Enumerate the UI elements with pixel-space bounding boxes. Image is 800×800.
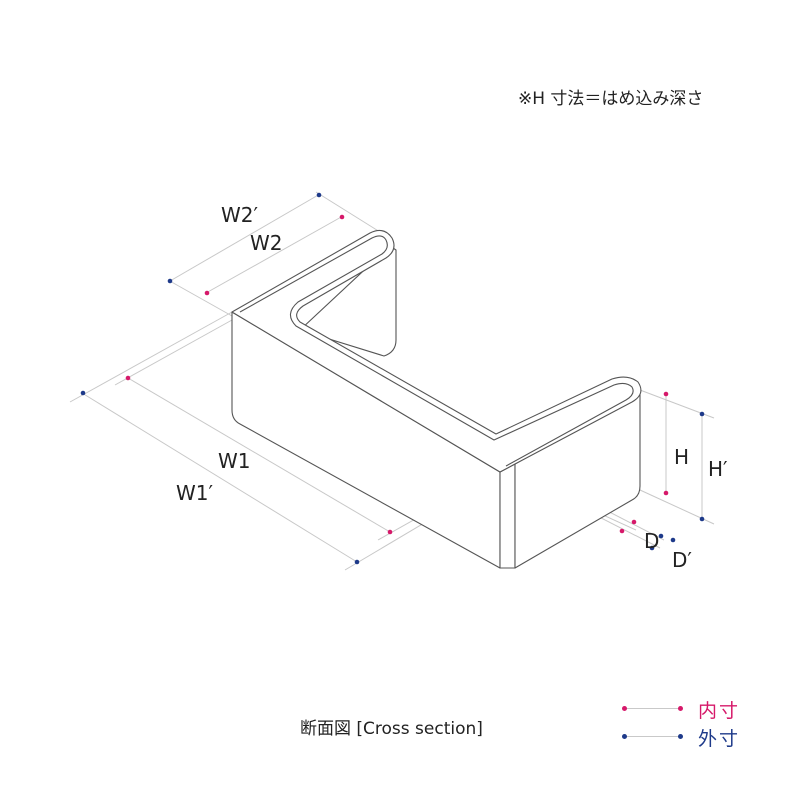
dot-h-outer-top xyxy=(699,411,705,417)
dot-h-outer-bot xyxy=(699,516,705,522)
legend-inner-dot-right xyxy=(678,706,683,711)
long-arm-end-face xyxy=(499,463,516,569)
w2-ext-a xyxy=(315,191,381,233)
dot-d-outer-a xyxy=(649,545,655,551)
label-w1-outer: W1′ xyxy=(176,481,214,505)
label-w2-outer: W2′ xyxy=(221,203,259,227)
l-profile-solid xyxy=(231,229,642,569)
dot-w1-inner-b xyxy=(387,529,393,535)
depth-note: ※H 寸法＝はめ込み深さ xyxy=(518,89,704,109)
dot-w2-outer-b xyxy=(316,192,322,198)
short-arm-back-face xyxy=(299,245,397,357)
dot-w1-outer-b xyxy=(354,559,360,565)
label-h-outer: H′ xyxy=(708,457,728,481)
w1-ext-b xyxy=(114,319,233,386)
top-surface-outer xyxy=(231,229,642,473)
dot-w2-inner-a xyxy=(204,290,210,296)
legend-outer-dot-right xyxy=(678,734,683,739)
dot-d-outer-b xyxy=(658,533,664,539)
legend-inner: 内寸 xyxy=(618,696,788,722)
dot-w2-outer-a xyxy=(167,278,173,284)
label-d-inner: D xyxy=(644,529,659,553)
label-d-outer: D′ xyxy=(672,548,692,572)
long-arm-side-face xyxy=(514,393,641,569)
legend-outer: 外寸 xyxy=(618,724,788,750)
legend-outer-dot-left xyxy=(622,734,627,739)
dot-d-outer-c xyxy=(670,537,676,543)
legend-inner-dot-left xyxy=(622,706,627,711)
label-w2-inner: W2 xyxy=(250,231,283,255)
dot-w1-outer-a xyxy=(80,390,86,396)
w2-ext-b xyxy=(167,279,233,317)
w1-ext-a xyxy=(69,311,233,403)
dimension-endpoints xyxy=(80,192,705,565)
legend-outer-label: 外寸 xyxy=(698,728,741,750)
short-arm-side-face xyxy=(231,311,501,569)
w1-inner-line xyxy=(127,377,391,533)
dot-w2-inner-b xyxy=(339,214,345,220)
w1-outer-line xyxy=(81,392,358,563)
legend-inner-label: 内寸 xyxy=(698,700,741,722)
dot-w1-inner-a xyxy=(125,375,131,381)
dot-d-inner-a xyxy=(619,528,625,534)
dot-h-inner-bot xyxy=(663,490,669,496)
dot-h-inner-top xyxy=(663,391,669,397)
dot-d-inner-b xyxy=(631,519,637,525)
w2-outer-line xyxy=(169,193,321,282)
caption: 断面図 [Cross section] xyxy=(300,719,483,739)
label-w1-inner: W1 xyxy=(218,449,251,473)
label-h-inner: H xyxy=(674,445,689,469)
top-surface-inner xyxy=(239,235,634,467)
w2-inner-line xyxy=(205,215,344,294)
